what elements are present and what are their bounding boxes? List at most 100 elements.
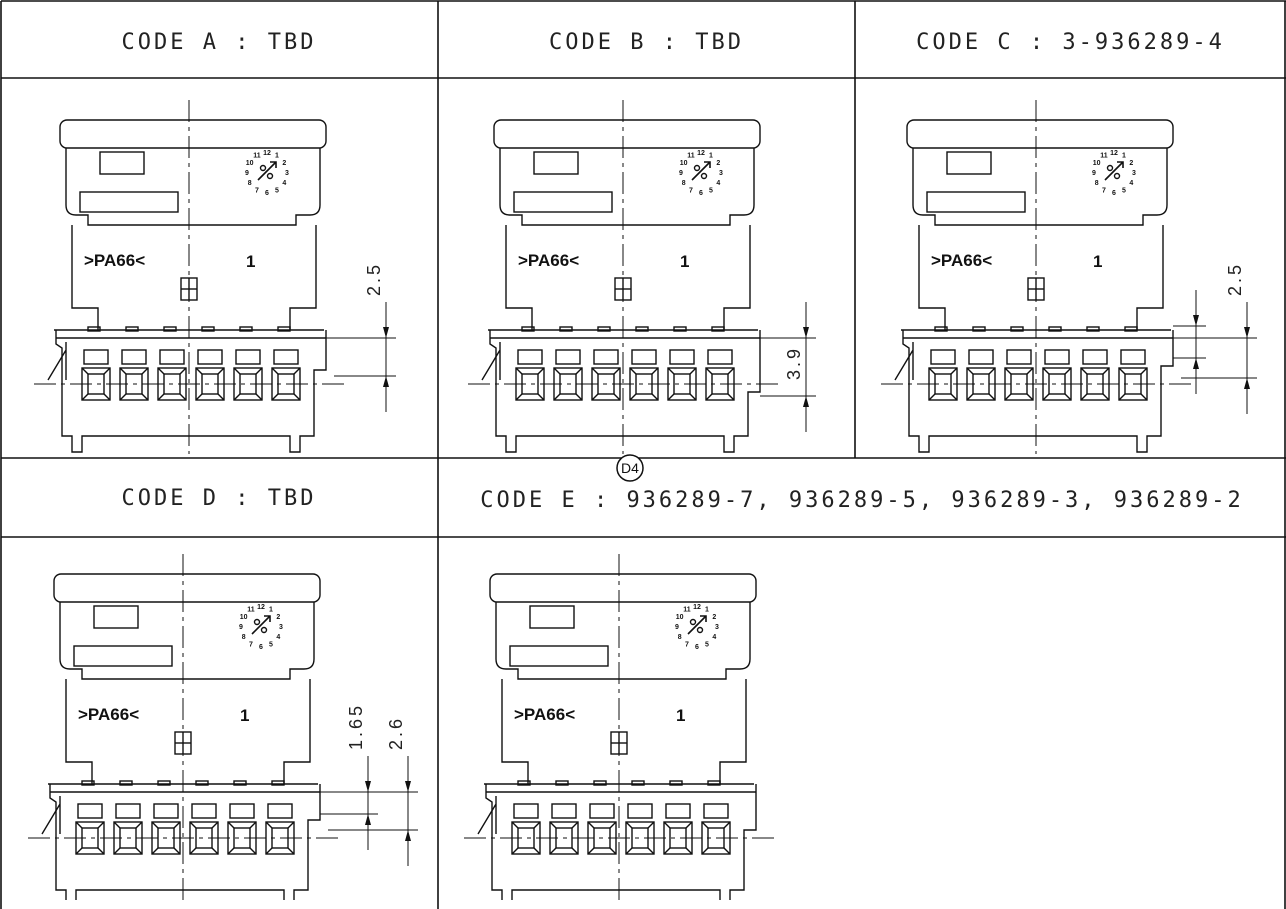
- dimension-value: 2.6: [386, 716, 406, 750]
- cavity-diagonal: [609, 821, 617, 829]
- dial-arrow-icon: [687, 615, 707, 635]
- dial-digit: 4: [276, 634, 280, 641]
- dial-digit: 3: [279, 624, 283, 631]
- latch-notch: [707, 780, 721, 786]
- cavity-diagonal: [233, 393, 241, 401]
- arrowhead-icon: [1193, 315, 1199, 326]
- dial-digit: 2: [276, 614, 280, 621]
- cavity-diagonal: [141, 393, 149, 401]
- cavity-window: [235, 349, 261, 365]
- cavity-diagonal: [271, 367, 279, 375]
- dial-digit: 9: [239, 624, 243, 631]
- cavity-window: [551, 803, 577, 819]
- dial-digit: 3: [719, 170, 723, 177]
- cavity-diagonal: [97, 847, 105, 855]
- cavity-diagonal: [135, 847, 143, 855]
- top-cap: [53, 573, 321, 603]
- cavity-diagonal: [549, 821, 557, 829]
- cavity-diagonal: [515, 367, 523, 375]
- dial-dot-icon: [700, 172, 708, 180]
- cavity-diagonal: [217, 367, 225, 375]
- dial-digit: 10: [1093, 160, 1101, 167]
- cavity-diagonal: [173, 847, 181, 855]
- dial-digit: 7: [685, 641, 689, 648]
- dial-digit: 11: [253, 153, 261, 160]
- cavity-diagonal: [217, 393, 225, 401]
- dial-digit: 8: [242, 634, 246, 641]
- cavity-window: [273, 349, 299, 365]
- cavity-diagonal: [1118, 393, 1126, 401]
- dial-digit: 1: [269, 607, 273, 614]
- cavity-diagonal: [103, 367, 111, 375]
- label-window-small: [93, 605, 139, 629]
- cavity-diagonal: [113, 847, 121, 855]
- cavity-window: [1082, 349, 1108, 365]
- cavity-window: [77, 803, 103, 819]
- dial-digit: 9: [679, 170, 683, 177]
- latch-notch: [1124, 326, 1138, 332]
- cavity-diagonal: [571, 821, 579, 829]
- latch-notch: [157, 780, 171, 786]
- dial-digit: 2: [712, 614, 716, 621]
- dial-dot-icon: [689, 618, 697, 626]
- cavity-diagonal: [591, 367, 599, 375]
- cavity-window: [589, 803, 615, 819]
- cavity-diagonal: [179, 367, 187, 375]
- cavity-diagonal: [727, 393, 735, 401]
- cavity-window: [669, 349, 695, 365]
- cavity-diagonal: [151, 821, 159, 829]
- dimension: 2.5: [326, 262, 396, 412]
- dial-digit: 8: [678, 634, 682, 641]
- dial-digit: 6: [259, 644, 263, 651]
- cavity-diagonal: [141, 367, 149, 375]
- latch-notch: [635, 326, 649, 332]
- dial-digit: 12: [263, 150, 271, 157]
- latch-notch: [559, 326, 573, 332]
- dial-digit: 6: [265, 190, 269, 197]
- dial-dot-icon: [253, 618, 261, 626]
- upper-housing: [499, 148, 755, 226]
- cavity-diagonal: [511, 821, 519, 829]
- cavity-diagonal: [988, 393, 996, 401]
- top-cap: [906, 119, 1174, 149]
- cavity-diagonal: [705, 367, 713, 375]
- cavity-diagonal: [1042, 367, 1050, 375]
- top-cap: [493, 119, 761, 149]
- revision-mark-label: D4: [621, 460, 639, 476]
- dimension-value: 2.5: [1225, 262, 1245, 296]
- dial-digit: 11: [1100, 153, 1108, 160]
- pin-number-label: 1: [246, 252, 255, 271]
- latch-notch: [631, 780, 645, 786]
- cavity-diagonal: [81, 367, 89, 375]
- cavity-diagonal: [613, 393, 621, 401]
- latch-notch: [239, 326, 253, 332]
- dial-digit: 12: [1110, 150, 1118, 157]
- dial-digit: 11: [683, 607, 691, 614]
- cavity-window: [83, 349, 109, 365]
- cavity-diagonal: [553, 393, 561, 401]
- cavity-diagonal: [647, 847, 655, 855]
- cavity-window: [197, 349, 223, 365]
- dial-digit: 1: [709, 153, 713, 160]
- cavity-diagonal: [135, 821, 143, 829]
- lower-housing: [918, 225, 1164, 330]
- cavity-diagonal: [950, 393, 958, 401]
- upper-housing: [59, 602, 315, 680]
- revision-mark: D4: [616, 454, 644, 482]
- latch-notch: [87, 326, 101, 332]
- latch-notch: [233, 780, 247, 786]
- latch-notch: [972, 326, 986, 332]
- dial-digit: 6: [695, 644, 699, 651]
- dial-digit: 2: [716, 160, 720, 167]
- material-label: >PA66<: [931, 251, 992, 270]
- dial-arrow-icon: [691, 161, 711, 181]
- lower-housing: [65, 679, 311, 784]
- dial-digit: 10: [240, 614, 248, 621]
- dial-arrow-icon: [257, 161, 277, 181]
- arrowhead-icon: [803, 327, 809, 338]
- cavity-diagonal: [1118, 367, 1126, 375]
- cavity-diagonal: [689, 393, 697, 401]
